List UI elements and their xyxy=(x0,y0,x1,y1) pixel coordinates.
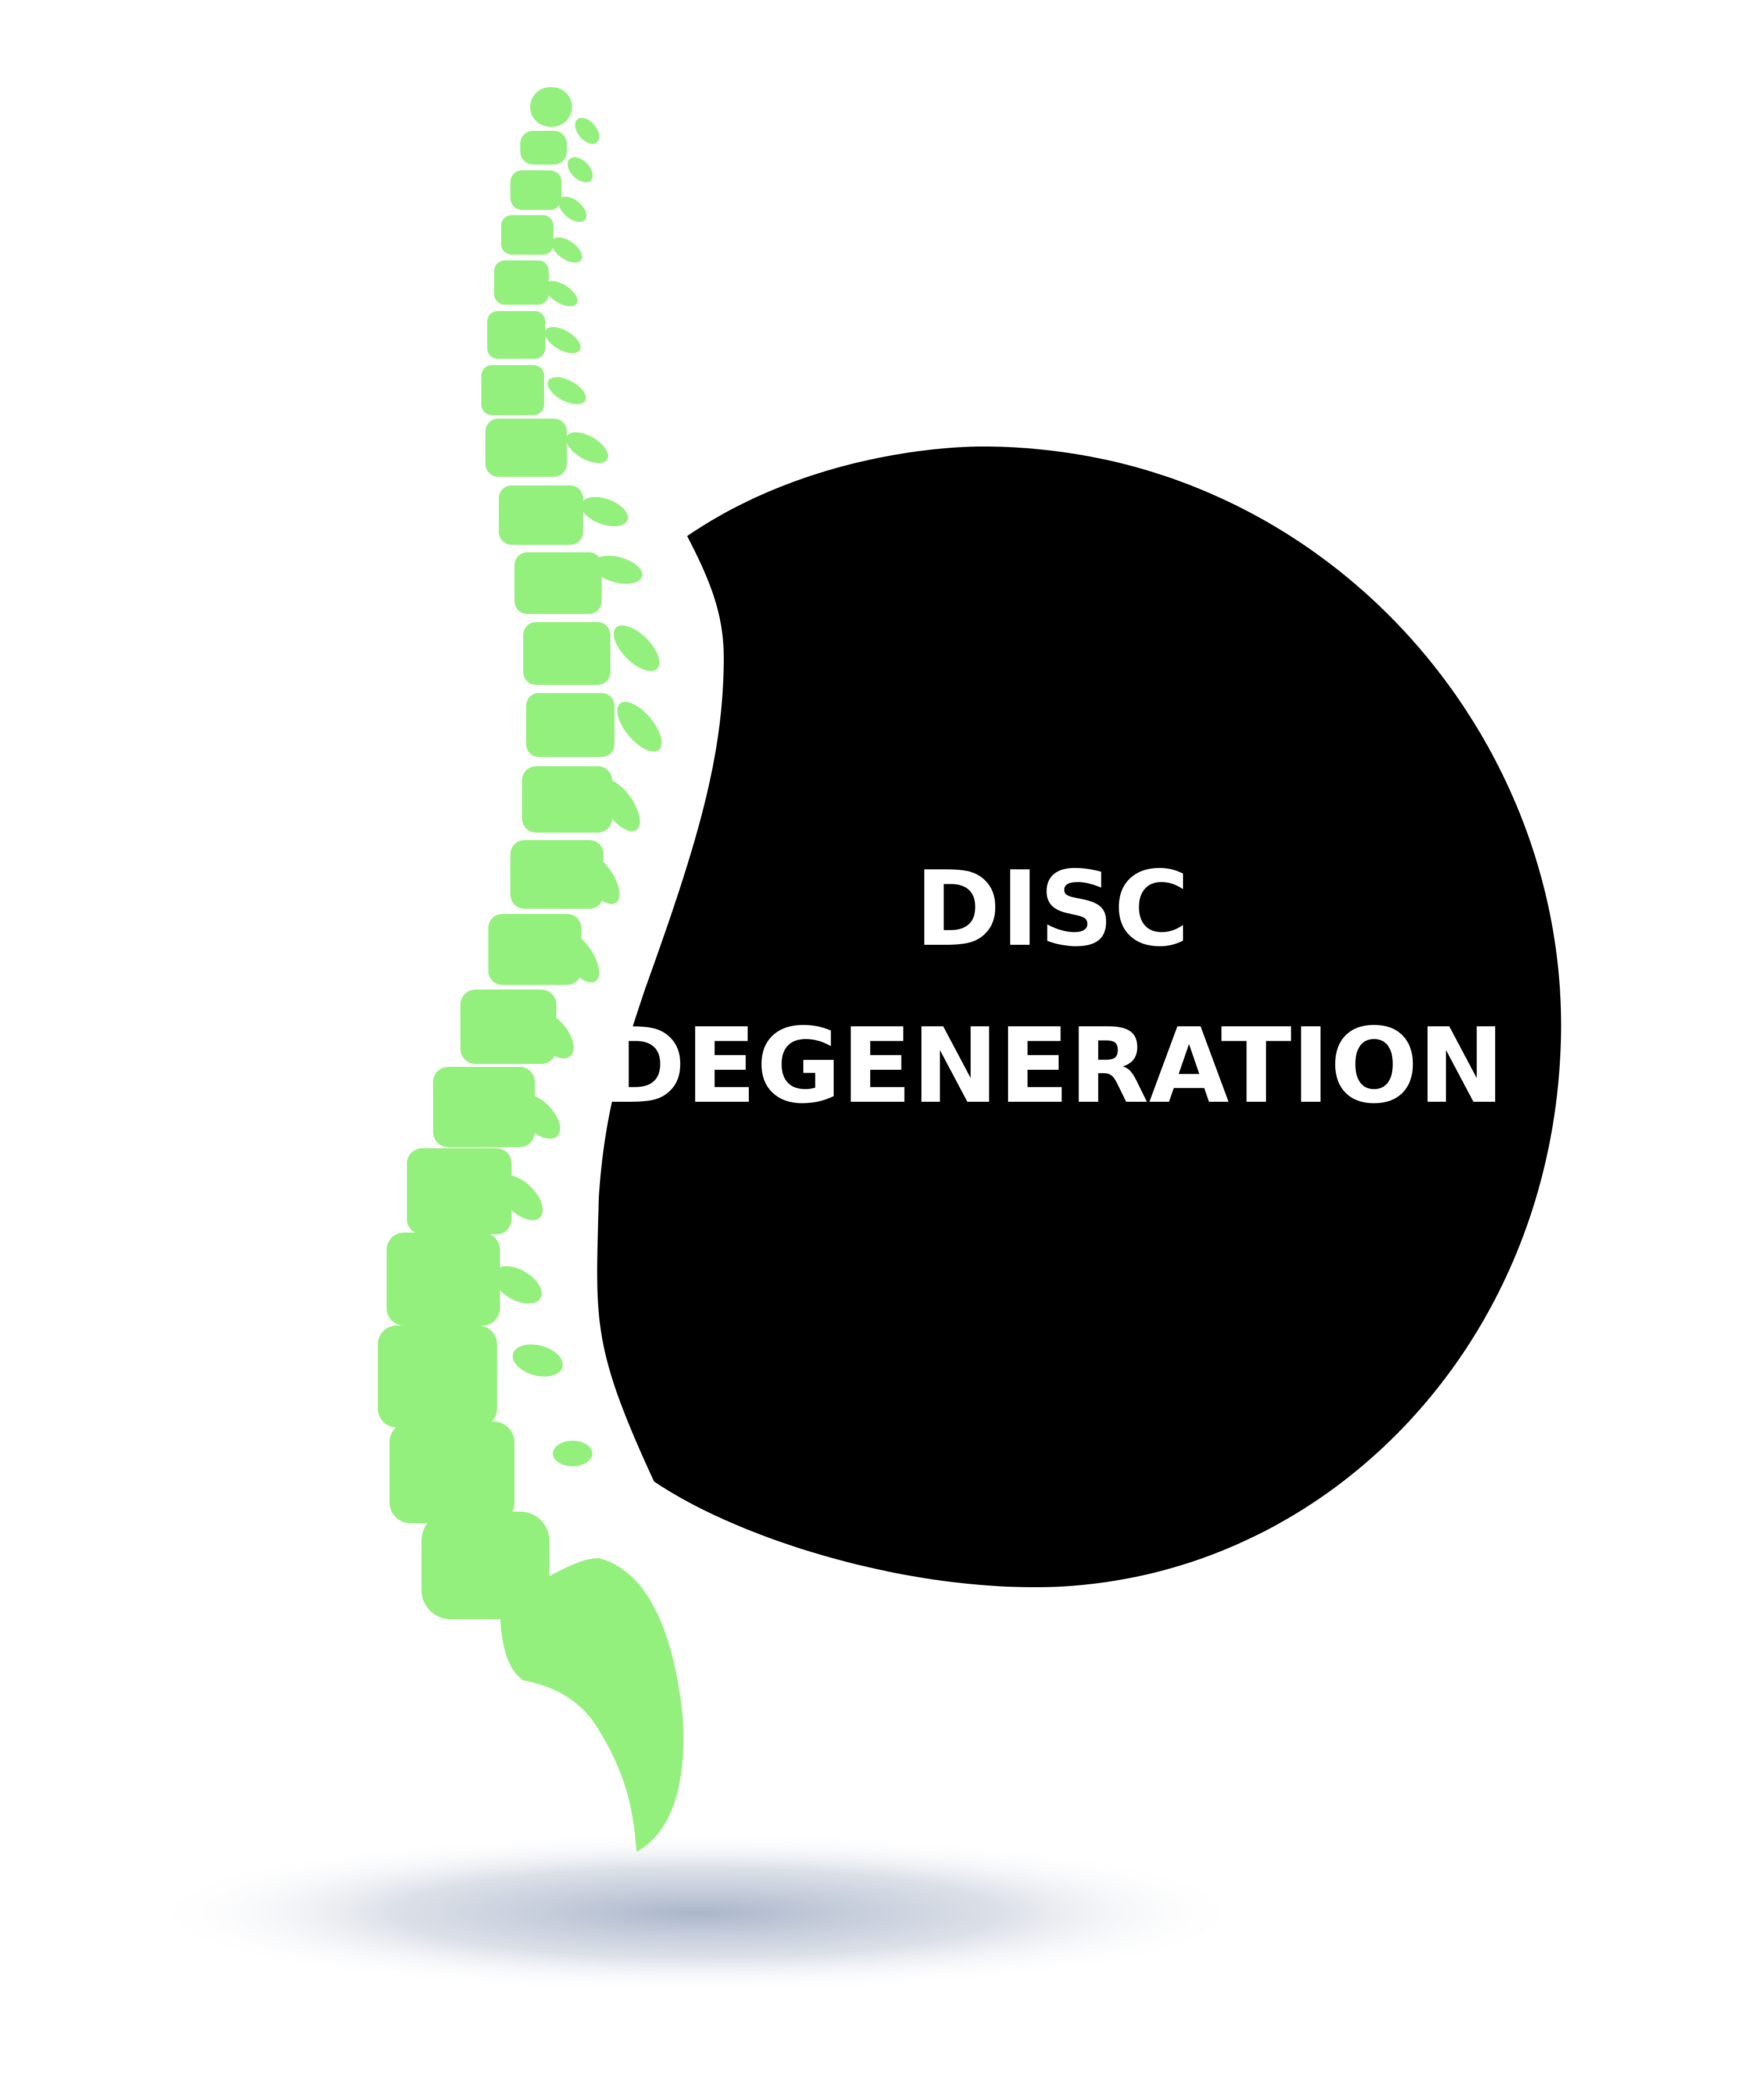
title-line-2: DEGENERATION xyxy=(600,1006,1505,1126)
sacrum xyxy=(500,1558,684,1852)
disc-shape xyxy=(597,447,1561,1587)
vertebra xyxy=(530,87,572,127)
vertebra xyxy=(460,990,556,1064)
vertebra xyxy=(494,260,549,305)
vertebra xyxy=(488,914,581,985)
vertebra xyxy=(421,1512,549,1619)
vertebra xyxy=(501,215,553,255)
vertebra xyxy=(514,552,602,614)
vertebra xyxy=(389,1422,514,1523)
vertebra xyxy=(387,1233,500,1326)
vertebra xyxy=(487,311,545,359)
vertebra xyxy=(433,1067,535,1147)
vertebra xyxy=(407,1148,512,1234)
vertebra xyxy=(378,1326,497,1427)
vertebra xyxy=(526,693,614,757)
vertebra xyxy=(510,170,562,210)
vertebra xyxy=(522,766,612,833)
vertebra xyxy=(520,131,567,165)
vertebra xyxy=(485,419,567,477)
title-line-1: DISC xyxy=(915,849,1190,969)
vertebra xyxy=(481,365,544,415)
vertebra xyxy=(523,622,610,685)
spine-illustration xyxy=(378,87,684,1852)
vertebra xyxy=(499,485,583,545)
ground-shadow xyxy=(145,1831,1250,1994)
